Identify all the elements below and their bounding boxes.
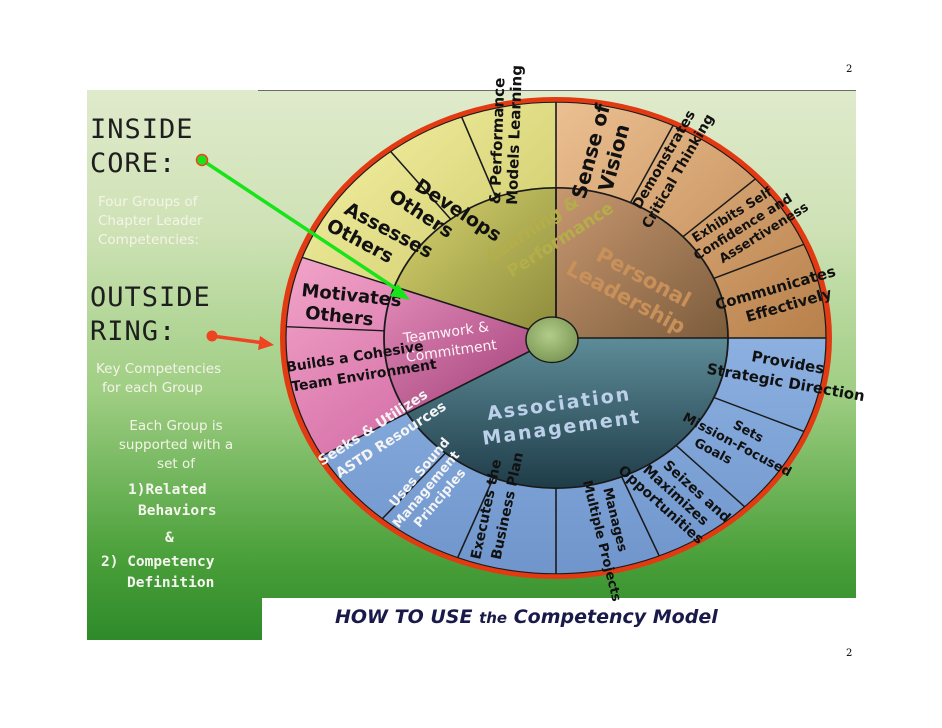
arrow-outside-ring <box>206 330 274 350</box>
core-sector-teamwork <box>384 286 556 414</box>
key-competencies-text: Key Competencies for each Group <box>96 361 222 396</box>
label-models-learning: Models Learning & Performance <box>486 59 526 205</box>
top-divider-line <box>258 90 856 91</box>
outside-ring-heading: OUTSIDE RING: <box>90 282 211 347</box>
related-behaviors-text: 1)Related Behaviors <box>128 482 217 519</box>
arrow-inside-core <box>195 153 410 300</box>
page-number-top: 2 <box>846 64 853 75</box>
ampersand-text: & <box>165 530 174 546</box>
footer-title: HOW TO USE the Competency Model <box>335 606 718 628</box>
core-sector-personal <box>556 187 728 338</box>
footer-bar <box>262 598 856 640</box>
wheel-hub <box>525 316 579 364</box>
core-sector-learning <box>394 187 556 338</box>
each-group-text: Each Group is supported with a set of <box>118 418 234 472</box>
core-sector-association <box>407 338 728 489</box>
competency-definition-text: 2) Competency Definition <box>101 554 215 591</box>
inside-core-heading: INSIDE CORE: <box>90 114 194 179</box>
page-number-bottom: 2 <box>846 648 853 659</box>
inner-core <box>383 187 729 489</box>
four-groups-text: Four Groups of Chapter Leader Competenci… <box>98 194 203 248</box>
